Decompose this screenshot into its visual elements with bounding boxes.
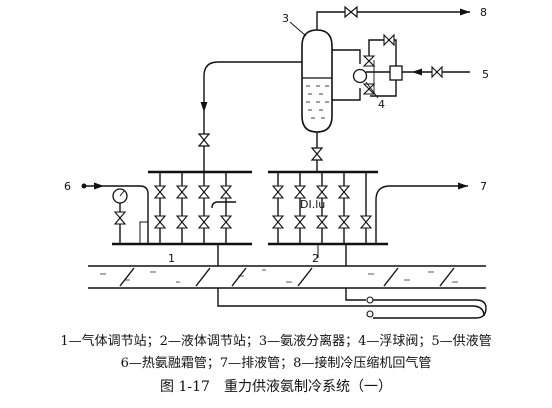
valve-icon bbox=[310, 147, 324, 161]
filter-icon bbox=[389, 65, 403, 81]
valve-icon bbox=[197, 133, 211, 147]
evaporator-coil bbox=[217, 288, 487, 319]
label-8: 8 bbox=[480, 6, 487, 19]
label-1: 1 bbox=[168, 252, 175, 265]
label-2: 2 bbox=[312, 252, 319, 265]
label-6: 6 bbox=[64, 180, 71, 193]
leader-4 bbox=[365, 81, 379, 99]
legend-line-1: 1—气体调节站；2—液体调节站；3—氨液分离器；4—浮球阀；5—供液管 bbox=[60, 334, 492, 349]
valve-icon bbox=[362, 55, 376, 67]
gas-line bbox=[197, 61, 302, 172]
watermark: DI.lu bbox=[300, 198, 325, 211]
valve-icon bbox=[383, 33, 395, 47]
gas-regulating-station bbox=[81, 170, 252, 266]
label-5: 5 bbox=[482, 68, 489, 81]
ammonia-liquid-separator bbox=[301, 29, 333, 133]
liquid-regulating-station bbox=[268, 170, 468, 266]
valve-icon bbox=[362, 83, 376, 95]
valve-icon bbox=[344, 5, 358, 19]
refrigeration-schematic: 3 8 4 5 bbox=[64, 5, 489, 319]
cold-room-floor bbox=[88, 265, 486, 289]
valve-icon bbox=[431, 65, 443, 79]
legend-line-2: 6—热氨融霜管；7—排液管；8—接制冷压缩机回气管 bbox=[120, 356, 432, 371]
figure-title: 图 1-17 重力供液氨制冷系统（一） bbox=[160, 379, 392, 395]
return-gas-pipe bbox=[316, 5, 470, 30]
leader-3 bbox=[289, 21, 307, 37]
float-ball-icon bbox=[352, 68, 368, 84]
label-4: 4 bbox=[378, 98, 385, 111]
label-3: 3 bbox=[282, 12, 289, 25]
float-valve-assembly bbox=[332, 33, 470, 101]
valve-icon bbox=[113, 211, 127, 225]
label-7: 7 bbox=[480, 180, 487, 193]
liquid-line bbox=[310, 132, 324, 172]
